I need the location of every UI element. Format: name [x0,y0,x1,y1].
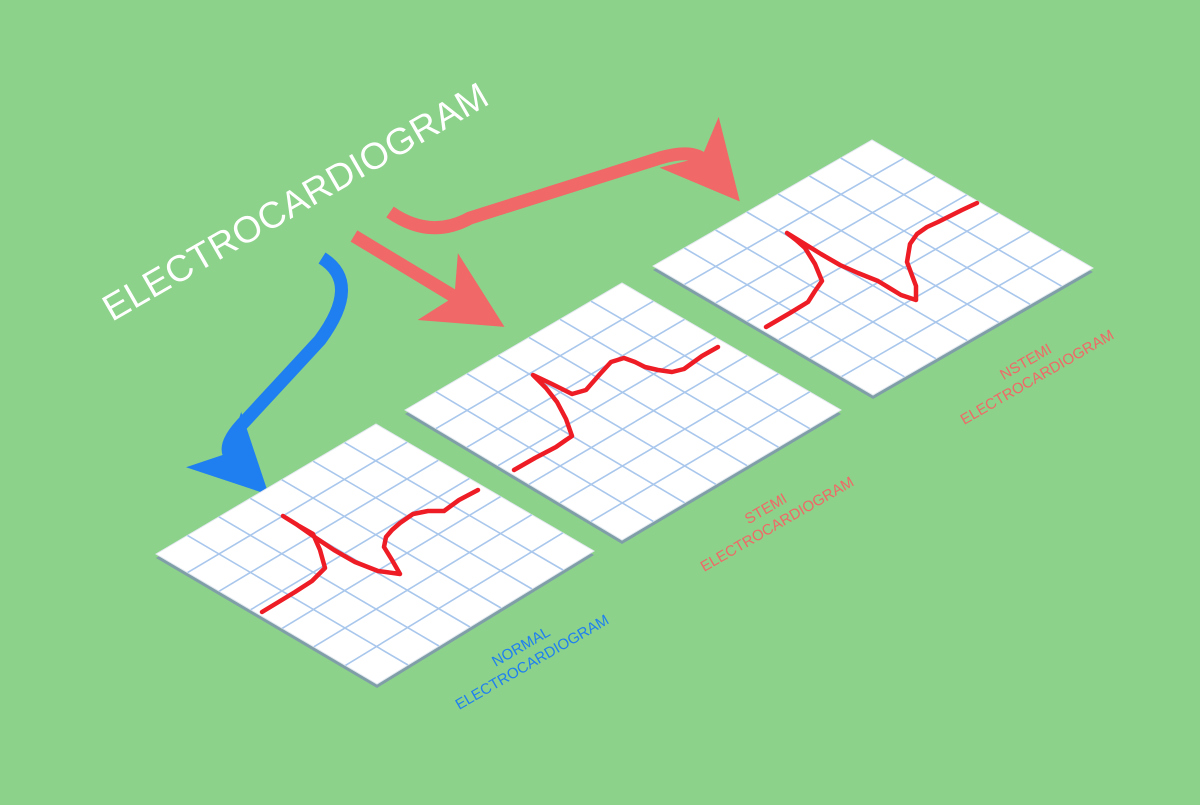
grid-line [746,194,968,322]
grid-line [528,336,748,467]
grid-line [809,175,1031,305]
grid-line [435,391,654,523]
grid-line [559,318,779,448]
ecg-paper-nstemi [652,139,1094,396]
grid-line [590,391,811,523]
ecg-trace-normal [259,487,481,615]
grid-line [715,229,937,360]
grid-line [778,212,999,341]
grid-line [218,459,439,592]
grid-line [466,318,685,448]
grid-line [435,300,654,430]
grid-line [684,157,904,286]
grid-line [590,300,811,430]
ecg-paper-stemi [404,282,842,541]
grid-line [250,477,470,611]
grid-line [187,534,409,666]
panel-normal [155,423,595,688]
arrow-to-stemi [350,230,505,327]
grid-line [528,354,748,485]
grid-line [345,532,564,667]
label-nstemi-line2: ELECTROCARDIOGRAM [958,327,1117,429]
panel-stemi [404,282,842,544]
grid-line [840,157,1062,287]
grid-line [746,211,968,342]
grid-line [841,249,1062,378]
grid-line [281,479,502,609]
grid-line [497,336,717,467]
ecg-trace-stemi [511,344,721,473]
grid-line [777,193,1000,324]
grid-line [809,230,1031,359]
grid-line [218,516,440,647]
ecg-trace-nstemi [763,200,980,330]
ecg-paper-normal [155,423,595,685]
grid-line [312,460,533,590]
grid-line [466,373,685,504]
label-stemi-line2: ELECTROCARDIOGRAM [698,474,857,576]
grid-line [187,441,408,574]
arrow-to-nstemi [386,116,740,235]
panel-nstemi [652,139,1094,399]
ecg-grid-stemi [435,300,811,523]
grid-line [715,175,936,304]
grid-line [313,514,533,648]
arrow-to-normal [186,252,348,495]
grid-line [559,373,779,504]
